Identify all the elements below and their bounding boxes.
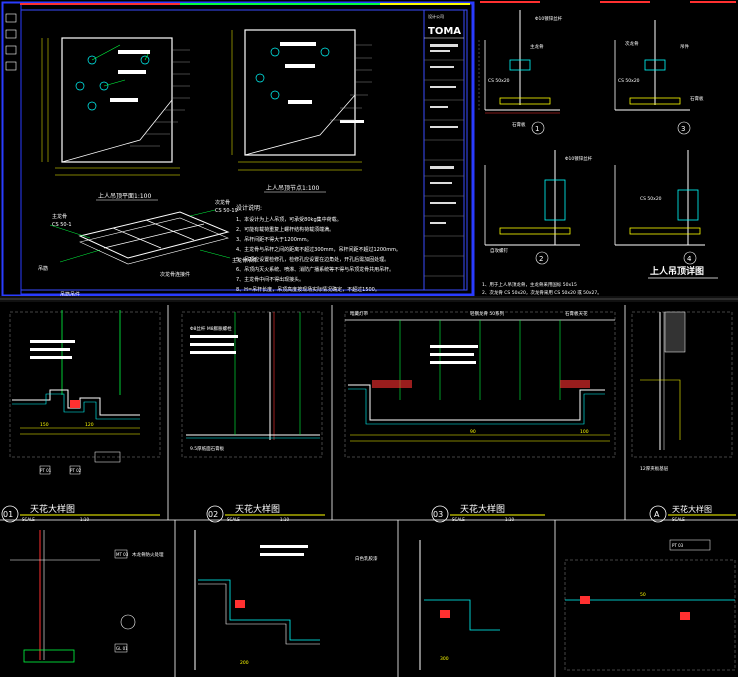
detail-number: 2 bbox=[539, 255, 543, 263]
ceiling-detail-bottom-1: MT 03 GL 01 木龙骨防火处理 bbox=[10, 530, 164, 663]
iso-label: 主龙骨 bbox=[52, 213, 67, 220]
ceiling-detail-03: 暗藏灯带 轻钢龙骨 50系列 石膏板天花 90 100 03 天花大样图 SCA… bbox=[344, 310, 616, 523]
iso-label: 次龙骨连接件 bbox=[160, 271, 190, 278]
scale-label: SCALE bbox=[672, 517, 685, 522]
detail-note: 1、用于上人吊顶龙骨，主龙骨采用国标 50x15 bbox=[482, 281, 577, 288]
detail-id: 02 bbox=[208, 510, 218, 519]
dim-label: 300 bbox=[440, 656, 449, 662]
detail-label: CS 50x20 bbox=[488, 78, 510, 84]
note-line: 2、可能有载荷重复上螺杆结构荷载须端满。 bbox=[236, 226, 334, 233]
callout: 木龙骨防火处理 bbox=[132, 551, 164, 558]
ceiling-detail-01: 150 120 PT 01 PT 02 01 天花大样图 SCALE 1:10 bbox=[1, 310, 161, 523]
callout: Φ8丝杆 M8膨胀螺栓 bbox=[190, 325, 232, 332]
title-block: 设计公司 TOMA bbox=[423, 9, 465, 291]
notes-title: 设计说明: bbox=[236, 204, 262, 212]
callout: 暗藏灯带 bbox=[350, 310, 368, 317]
scale-label: SCALE bbox=[22, 517, 35, 522]
detail-sheet-title: 上人吊顶详图 bbox=[650, 265, 704, 277]
detail-label: 次龙骨 bbox=[625, 40, 639, 47]
callout: 石膏板天花 bbox=[565, 310, 588, 317]
scale-label: SCALE bbox=[452, 517, 465, 522]
plan-1-label: 上人吊顶平面1:100 bbox=[98, 192, 151, 200]
note-line: 8、H=吊杆长度，吊顶高度按现场实际情况确定，不超过1500。 bbox=[236, 286, 380, 293]
note-line: 3、吊杆间距不得大于1200mm。 bbox=[236, 236, 312, 243]
iso-label: 次龙骨 bbox=[215, 199, 230, 206]
note-line: 7、主龙骨中间不得出现接头。 bbox=[236, 276, 304, 283]
dim-label: 90 bbox=[470, 429, 476, 435]
detail-label: 石膏板 bbox=[512, 121, 526, 128]
detail-title: 天花大样图 bbox=[672, 504, 712, 514]
ceiling-detail-a: 12厚夹板基层 A 天花大样图 SCALE bbox=[631, 311, 736, 523]
hanger-detail-3: 3 次龙骨 吊件 CS 50x20 石膏板 bbox=[614, 20, 704, 135]
iso-label: CS 50-19 bbox=[215, 208, 238, 214]
note-line: 6、吊顶内灭火系统、喷淋、消防广播系统等不得与吊顶龙骨共用吊杆。 bbox=[236, 266, 394, 273]
hanger-detail-4: 4 CS 50x20 bbox=[614, 150, 705, 265]
note-line: 1、本设计为上人吊顶，可承受80kg集中荷载。 bbox=[236, 216, 342, 223]
detail-id: 03 bbox=[433, 510, 443, 519]
detail-title: 天花大样图 bbox=[30, 503, 75, 515]
ceiling-detail-bottom-2: 白色乳胶漆 200 bbox=[194, 530, 378, 670]
ceiling-detail-bottom-4: PT 03 50 bbox=[564, 539, 736, 671]
dim-label: 100 bbox=[580, 429, 589, 435]
detail-id: A bbox=[654, 510, 660, 519]
top-sheet-frame bbox=[1, 1, 475, 297]
material-tag: PT 03 bbox=[672, 543, 684, 548]
hanger-detail-2: 2 Φ10镀锌丝杆 自攻螺钉 bbox=[484, 150, 593, 265]
detail-label: CS 50x20 bbox=[640, 196, 662, 202]
material-tag: MT 03 bbox=[116, 552, 129, 557]
scale-value: 1:10 bbox=[505, 517, 514, 522]
detail-number: 1 bbox=[535, 125, 539, 133]
ceiling-detail-02: Φ8丝杆 M8膨胀螺栓 9.5厚纸面石膏板 02 天花大样图 SCALE 1:1… bbox=[181, 311, 325, 523]
dim-label: 50 bbox=[640, 592, 646, 598]
ceiling-plan-1: 上人吊顶平面1:100 bbox=[41, 37, 190, 201]
iso-label: 吊筋 bbox=[38, 265, 48, 272]
ceiling-detail-bottom-3: 300 bbox=[419, 540, 500, 670]
detail-title: 天花大样图 bbox=[460, 503, 505, 515]
callout: 白色乳胶漆 bbox=[355, 555, 378, 562]
note-line: 4、主龙骨与吊杆之间的距离不超过300mm，吊杆间距不超过1200mm。 bbox=[236, 246, 401, 253]
detail-number: 3 bbox=[681, 125, 685, 133]
top-right-details: 1 Φ10镀锌丝杆 主龙骨 CS 50x20 石膏板 3 次龙骨 吊件 CS 5… bbox=[478, 1, 736, 296]
detail-label: Φ10镀锌丝杆 bbox=[535, 15, 563, 22]
plan-2-label: 上人吊顶节点1:100 bbox=[266, 184, 319, 192]
ceiling-plan-2: 上人吊顶节点1:100 bbox=[231, 29, 372, 193]
bottom-sheet: 150 120 PT 01 PT 02 01 天花大样图 SCALE 1:10 bbox=[0, 305, 738, 677]
detail-label: 吊件 bbox=[680, 43, 689, 50]
detail-id: 01 bbox=[3, 510, 13, 519]
detail-title: 天花大样图 bbox=[235, 503, 280, 515]
detail-label: Φ10镀锌丝杆 bbox=[565, 155, 593, 162]
detail-number: 4 bbox=[687, 255, 692, 263]
iso-label: CS 50-1 bbox=[52, 222, 72, 228]
detail-note: 2、次龙骨 CS 50x20，次龙骨采用 CS 50x20 或 50x27。 bbox=[482, 289, 602, 296]
design-notes: 设计说明: 1、本设计为上人吊顶，可承受80kg集中荷载。 2、可能有载荷重复上… bbox=[236, 204, 401, 293]
dim-label: 150 bbox=[40, 422, 49, 428]
note-line: 5、吊顶应设置检修孔，检修孔应设置在边角处，开孔后需加固处理。 bbox=[236, 256, 389, 263]
dim-label: 200 bbox=[240, 660, 249, 666]
isometric-keel-detail: 主龙骨 CS 50-1 次龙骨 CS 50-19 吊筋 主龙骨吊件 次龙骨连接件… bbox=[38, 199, 257, 298]
svg-text:设计公司: 设计公司 bbox=[428, 13, 444, 19]
detail-label: CS 50x20 bbox=[618, 78, 640, 84]
callout: 9.5厚纸面石膏板 bbox=[190, 445, 225, 452]
iso-label: 吊筋吊件 bbox=[60, 291, 80, 298]
material-tag: PT 02 bbox=[70, 468, 82, 473]
callout: 轻钢龙骨 50系列 bbox=[470, 310, 505, 317]
scale-value: 1:10 bbox=[280, 517, 289, 522]
material-tag: GL 01 bbox=[116, 646, 128, 651]
dim-label: 120 bbox=[85, 422, 94, 428]
detail-label: 石膏板 bbox=[690, 95, 704, 102]
callout: 12厚夹板基层 bbox=[640, 465, 669, 472]
hanger-detail-1: 1 Φ10镀锌丝杆 主龙骨 CS 50x20 石膏板 bbox=[478, 10, 563, 135]
detail-label: 主龙骨 bbox=[530, 43, 544, 50]
scale-label: SCALE bbox=[227, 517, 240, 522]
scale-value: 1:10 bbox=[80, 517, 89, 522]
iso-label: 主龙骨吊件 bbox=[232, 257, 257, 264]
material-tag: PT 01 bbox=[40, 468, 52, 473]
detail-label: 自攻螺钉 bbox=[490, 247, 508, 254]
brand-logo: TOMA bbox=[428, 26, 461, 37]
